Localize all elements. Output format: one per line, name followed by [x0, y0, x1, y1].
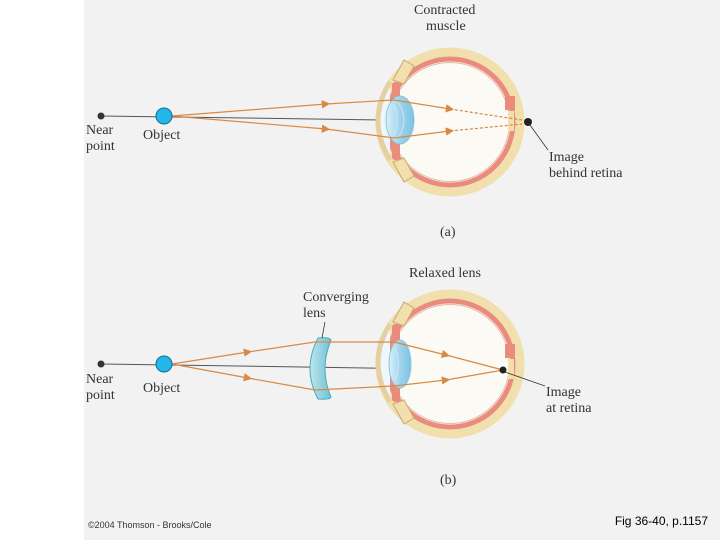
copyright-notice: ©2004 Thomson - Brooks/Cole	[88, 520, 212, 530]
crystalline-lens-a	[385, 95, 415, 145]
relaxed-lens-label: Relaxed lens	[409, 266, 481, 281]
image-line1-b: Image	[546, 385, 581, 400]
image-leader-b	[504, 371, 546, 387]
rays-b	[171, 341, 504, 391]
near-point-line2-b: point	[86, 388, 115, 403]
near-point-line1-b: Near	[86, 372, 114, 387]
contracted-muscle-label: Contracted muscle	[414, 3, 475, 35]
eye-a	[375, 47, 525, 197]
image-line1-a: Image	[549, 150, 584, 165]
object-dot-a	[155, 107, 173, 125]
image-dot-a	[524, 118, 532, 126]
contracted-muscle-line1: Contracted	[414, 3, 476, 18]
panel-a	[97, 47, 549, 197]
image-line2-b: at retina	[546, 401, 592, 416]
image-dot-b	[499, 366, 507, 374]
image-label-b: Image at retina	[546, 385, 591, 417]
object-label-a: Object	[143, 128, 181, 143]
object-label-b: Object	[143, 381, 181, 396]
rays-a	[171, 99, 523, 139]
figure-reference: Fig 36-40, p.1157	[614, 514, 708, 528]
contracted-muscle-line2: muscle	[426, 19, 466, 34]
image-leader-a	[529, 124, 549, 151]
object-dot-b	[155, 355, 173, 373]
converging-lens-label: Converging lens	[303, 290, 369, 322]
converging-lens	[309, 337, 332, 400]
cornea-a	[375, 80, 393, 162]
panel-b	[97, 289, 546, 439]
near-point-line1-a: Near	[86, 123, 114, 138]
caption-a: (a)	[440, 225, 456, 240]
near-point-label-a: Near point	[86, 123, 115, 155]
crystalline-lens-b	[388, 339, 412, 389]
caption-b: (b)	[440, 473, 457, 488]
near-point-dot-b	[97, 360, 105, 368]
near-point-label-b: Near point	[86, 372, 115, 404]
lens-leader	[321, 321, 326, 339]
cornea-b	[375, 322, 393, 404]
image-line2-a: behind retina	[549, 166, 623, 181]
converging-lens-line1: Converging	[303, 290, 369, 305]
eye-b	[375, 289, 525, 439]
image-label-a: Image behind retina	[549, 150, 622, 182]
near-point-line2-a: point	[86, 139, 115, 154]
converging-lens-line2: lens	[303, 306, 326, 321]
near-point-dot-a	[97, 112, 105, 120]
